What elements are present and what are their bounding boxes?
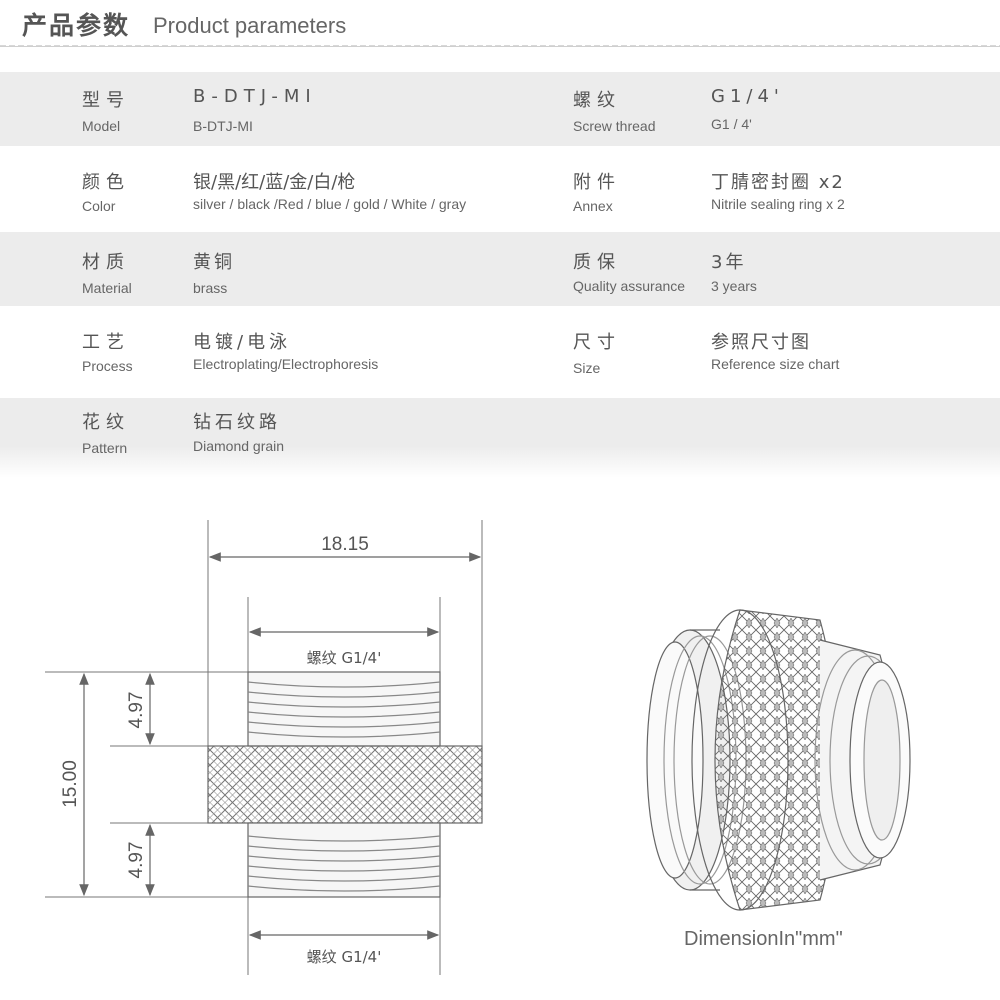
material-value-cn: 黄铜 bbox=[193, 252, 235, 273]
header-divider bbox=[0, 45, 1000, 47]
thread-value-cn: G1/4' bbox=[711, 86, 784, 107]
material-label-en: Material bbox=[82, 280, 132, 296]
model-value-cn: B-DTJ-MI bbox=[193, 86, 317, 107]
annex-label-en: Annex bbox=[573, 198, 613, 214]
dimension-drawing: 18.15 螺纹 G1/4' 螺纹 G1/4' 15.00 4.97 4.97 bbox=[45, 520, 911, 975]
thread-label-cn: 螺纹 bbox=[573, 90, 621, 111]
pattern-label-cn: 花纹 bbox=[82, 412, 130, 433]
dimension-caption: DimensionIn"mm" bbox=[684, 928, 843, 950]
dim-height-label: 15.00 bbox=[60, 760, 81, 808]
color-value-cn: 银/黑/红/蓝/金/白/枪 bbox=[193, 172, 356, 193]
dim-thread-len-top-label: 4.97 bbox=[126, 692, 147, 729]
header-title-en: Product parameters bbox=[153, 13, 347, 38]
model-label-cn: 型号 bbox=[82, 90, 130, 111]
dim-thread-top-label: 螺纹 G1/4' bbox=[307, 649, 382, 667]
material-label-cn: 材质 bbox=[82, 252, 130, 273]
color-label-en: Color bbox=[82, 198, 116, 214]
quality-value-cn: 3年 bbox=[711, 252, 747, 273]
param-row-color: 颜色 Color 银/黑/红/蓝/金/白/枪 silver / black /R… bbox=[0, 152, 1000, 226]
fitting-3d-view bbox=[646, 609, 911, 911]
model-label-en: Model bbox=[82, 118, 121, 134]
pattern-value-cn: 钻石纹路 bbox=[193, 412, 281, 433]
annex-value-en: Nitrile sealing ring x 2 bbox=[711, 196, 845, 212]
dim-thread-len-bottom-label: 4.97 bbox=[126, 842, 147, 879]
process-value-cn: 电镀/电泳 bbox=[193, 332, 292, 353]
annex-value-cn: 丁腈密封圈 x2 bbox=[711, 172, 845, 193]
model-value-en: B-DTJ-MI bbox=[193, 118, 253, 134]
color-label-cn: 颜色 bbox=[82, 172, 130, 193]
size-value-en: Reference size chart bbox=[711, 356, 840, 372]
size-value-cn: 参照尺寸图 bbox=[711, 332, 811, 353]
fitting-side-view bbox=[207, 671, 483, 898]
extension-lines bbox=[45, 520, 483, 975]
process-label-en: Process bbox=[82, 358, 133, 374]
param-row-material: 材质 Material 黄铜 brass 质保 Quality assuranc… bbox=[0, 232, 1000, 306]
process-value-en: Electroplating/Electrophoresis bbox=[193, 356, 379, 372]
param-row-pattern: 花纹 Pattern 钻石纹路 Diamond grain bbox=[0, 398, 1000, 478]
param-row-model: 型号 Model B-DTJ-MI B-DTJ-MI 螺纹 Screw thre… bbox=[0, 72, 1000, 146]
color-value-en: silver / black /Red / blue / gold / Whit… bbox=[193, 196, 467, 212]
annex-label-cn: 附件 bbox=[573, 172, 621, 193]
dim-thread-bottom-label: 螺纹 G1/4' bbox=[307, 948, 382, 966]
quality-label-cn: 质保 bbox=[573, 252, 621, 273]
dimension-arrows bbox=[79, 552, 482, 940]
size-label-en: Size bbox=[573, 360, 601, 376]
dim-width-label: 18.15 bbox=[321, 534, 369, 555]
header-title-cn: 产品参数 bbox=[22, 11, 131, 40]
page-header: 产品参数 Product parameters bbox=[0, 0, 1000, 60]
material-value-en: brass bbox=[193, 280, 228, 296]
param-row-process: 工艺 Process 电镀/电泳 Electroplating/Electrop… bbox=[0, 312, 1000, 396]
quality-label-en: Quality assurance bbox=[573, 278, 686, 294]
thread-label-en: Screw thread bbox=[573, 118, 656, 134]
thread-value-en: G1 / 4' bbox=[711, 116, 752, 132]
pattern-label-en: Pattern bbox=[82, 440, 128, 456]
process-label-cn: 工艺 bbox=[82, 332, 130, 353]
size-label-cn: 尺寸 bbox=[573, 332, 621, 353]
quality-value-en: 3 years bbox=[711, 278, 757, 294]
pattern-value-en: Diamond grain bbox=[193, 438, 285, 454]
